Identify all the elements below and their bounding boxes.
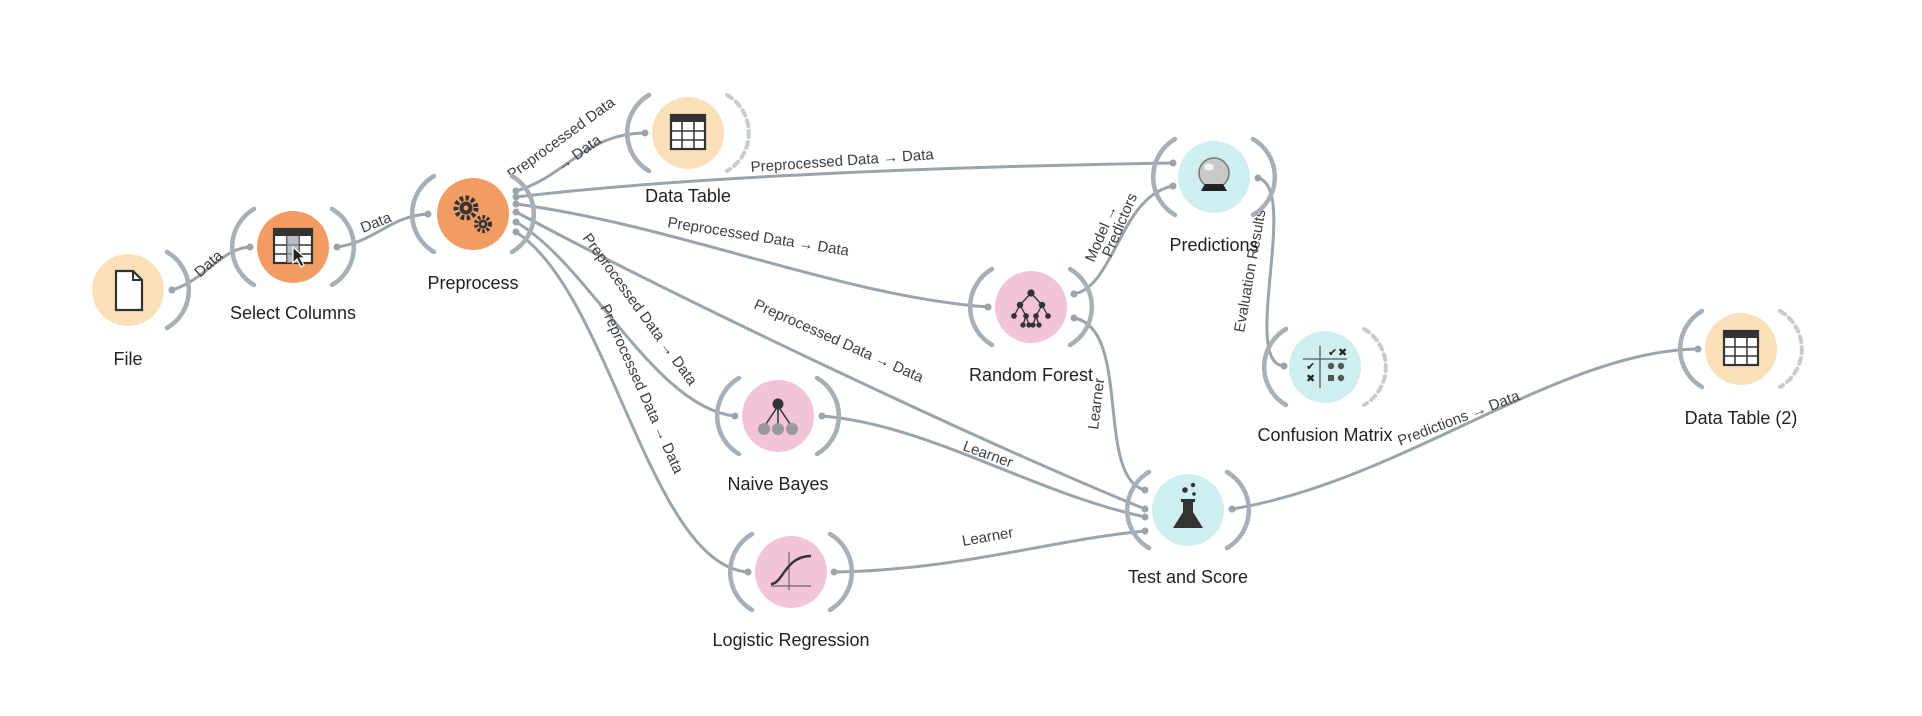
svg-text:✔: ✔ — [1328, 346, 1337, 359]
link-label-predictions-confusion: Evaluation Results — [1231, 208, 1269, 333]
widget-data-table-2-label: Data Table (2) — [1685, 408, 1798, 428]
widget-data-table-label: Data Table — [645, 186, 731, 206]
link-label-pre-randomforest: Preprocessed Data → Data — [666, 214, 850, 260]
table-icon — [1722, 329, 1760, 367]
link-anchors — [168, 129, 1702, 576]
widget-test-and-score[interactable]: Test and Score — [1125, 469, 1251, 587]
widget-select-columns-label: Select Columns — [230, 303, 356, 323]
svg-text:✖: ✖ — [1338, 346, 1347, 359]
crystal-ball-icon — [1198, 157, 1230, 191]
svg-text:✔: ✔ — [1306, 360, 1315, 373]
widget-file[interactable]: File — [92, 249, 191, 369]
link-preprocess-to-logistic-regression[interactable] — [514, 230, 750, 574]
link-file-to-select-columns[interactable] — [170, 245, 252, 292]
widget-naive-bayes[interactable]: Naive Bayes — [715, 375, 841, 494]
widget-predictions[interactable]: Predictions — [1151, 136, 1277, 255]
widget-test-and-score-label: Test and Score — [1128, 567, 1248, 587]
link-naive-bayes-to-test-and-score[interactable] — [820, 414, 1147, 519]
gears-icon — [453, 195, 492, 233]
link-label-nb-testscore: Learner — [961, 438, 1015, 472]
link-label-testscore-datatable2: Predictions → Data — [1395, 387, 1522, 449]
link-label-lr-testscore: Learner — [961, 524, 1015, 550]
tree-icon — [1011, 289, 1051, 328]
link-logistic-regression-to-test-and-score[interactable] — [832, 529, 1147, 574]
widget-naive-bayes-label: Naive Bayes — [727, 474, 828, 494]
link-random-forest-to-test-and-score[interactable] — [1072, 316, 1147, 492]
links — [170, 131, 1700, 574]
naive-bayes-icon — [758, 398, 798, 435]
link-test-and-score-to-data-table-2[interactable] — [1230, 347, 1700, 511]
link-preprocess-to-test-and-score[interactable] — [514, 210, 1147, 511]
widget-predictions-label: Predictions — [1169, 235, 1258, 255]
flask-icon — [1173, 482, 1203, 528]
link-preprocess-to-predictions[interactable] — [514, 161, 1175, 199]
widget-random-forest-circle — [995, 271, 1067, 343]
link-preprocess-to-naive-bayes[interactable] — [514, 220, 737, 418]
widget-preprocess[interactable]: Preprocess — [410, 173, 536, 293]
link-labels: Data Data Preprocessed Data → Data Prepr… — [191, 94, 1522, 550]
link-preprocess-to-random-forest[interactable] — [514, 202, 990, 309]
link-label-rf-testscore: Learner — [1085, 377, 1108, 430]
select-columns-icon — [272, 227, 314, 268]
link-label-pre-logreg: Preprocessed Data → Data — [596, 302, 686, 477]
widget-confusion-matrix-circle — [1289, 331, 1361, 403]
table-icon — [669, 113, 707, 151]
file-icon — [114, 269, 144, 312]
svg-text:✖: ✖ — [1306, 372, 1315, 385]
sigmoid-icon — [770, 552, 812, 590]
widget-logistic-regression-label: Logistic Regression — [712, 630, 869, 650]
widget-file-label: File — [113, 349, 142, 369]
widget-random-forest[interactable]: Random Forest — [968, 266, 1094, 385]
widget-logistic-regression-circle — [755, 536, 827, 608]
link-select-columns-to-preprocess[interactable] — [335, 212, 430, 249]
link-predictions-to-confusion-matrix[interactable] — [1256, 176, 1286, 368]
widget-random-forest-label: Random Forest — [969, 365, 1093, 385]
widget-select-columns[interactable]: Select Columns — [230, 206, 356, 323]
widget-confusion-matrix[interactable]: ✔ ✖ ✔ ✖ Confusion Matrix — [1257, 326, 1393, 445]
widget-logistic-regression[interactable]: Logistic Regression — [712, 531, 870, 650]
widget-preprocess-label: Preprocess — [427, 273, 518, 293]
widget-data-table-2[interactable]: Data Table (2) — [1678, 308, 1804, 428]
widget-data-table[interactable]: Data Table — [625, 92, 751, 206]
widget-confusion-matrix-label: Confusion Matrix — [1257, 425, 1392, 445]
confusion-matrix-icon: ✔ ✖ ✔ ✖ — [1303, 346, 1347, 388]
